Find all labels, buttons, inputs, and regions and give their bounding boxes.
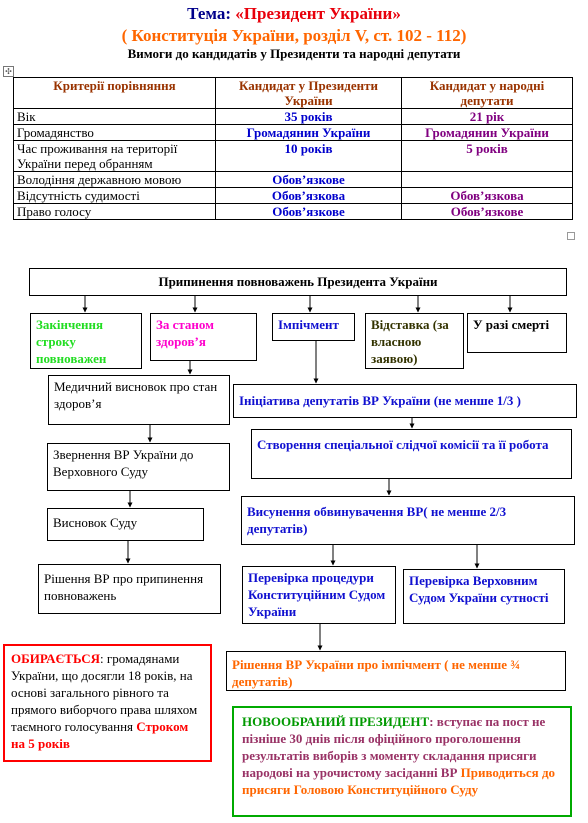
new-president-box: НОВООБРАНИЙ ПРЕЗИДЕНТ: вступає па пост н… [232,706,572,817]
flow-decision-imp-box: Рішення ВР України про імпічмент ( не ме… [226,651,566,691]
table-cell: Обов’язкове [215,203,402,220]
newpres-lead: НОВООБРАНИЙ ПРЕЗИДЕНТ [242,714,430,729]
flow-resignation-box: Відставка (за власною заявою) [365,313,464,369]
flow-decision-end-box: Рішення ВР про припинення повноважень [38,564,221,614]
table-row: Право голосу Обов’язкове Обов’язкове [13,203,573,220]
flow-initiative-box: Ініціатива депутатів ВР України (не менш… [233,384,577,418]
flow-check-const-box: Перевірка процедури Конституційним Судом… [242,566,396,624]
flow-med-conclusion-box: Медичний висновок про стан здоров’я [48,375,230,425]
flow-charge-box: Висунення обвинувачення ВР( не менше 2/3… [241,496,575,545]
table-cell: 10 років [215,140,402,172]
table-cell: 35 років [215,108,402,125]
flow-main-box: Припинення повноважень Президента Україн… [29,268,567,296]
title-topic: «Президент України» [235,4,401,23]
flow-appeal-box: Звернення ВР України до Верховного Суду [47,443,230,491]
table-move-handle-icon[interactable]: ✣ [3,66,14,77]
elected-body: : громадянами України, що досягли 18 рок… [11,651,198,734]
table-resize-handle[interactable] [567,232,575,240]
table-cell: Право голосу [13,203,216,220]
elected-info-box: ОБИРАЄТЬСЯ: громадянами України, що дося… [3,644,212,762]
flow-court-conclusion-box: Висновок Суду [47,508,204,541]
table-caption: Вимоги до кандидатів у Президенти та нар… [127,46,461,61]
table-header: Критерії порівняння [13,77,216,109]
table-cell: Володіння державною мовою [13,171,216,188]
flow-health-box: За станом здоров’я [150,313,257,361]
table-row: Громадянство Громадянин України Громадян… [13,124,573,141]
flow-check-supreme-box: Перевірка Верховним Судом України сутнос… [403,569,565,624]
title-label: Тема: [187,4,236,23]
flow-impeachment-box: Імпічмент [272,313,355,341]
page-subtitle: ( Конституція України, розділ V, ст. 102… [121,26,467,45]
elected-lead: ОБИРАЄТЬСЯ [11,651,101,666]
page-title: Тема: «Президент України» [0,4,588,24]
table-header: Кандидат у Президенти України [215,77,402,109]
newpres-body: : вступає па пост не пізніше 30 днів піс… [242,714,546,780]
table-row: Час проживання на території України пере… [13,140,573,172]
flow-death-box: У разі смерті [467,313,567,353]
requirements-table: Критерії порівняння Кандидат у Президент… [13,77,573,220]
flow-term-end-box: Закінчення строку повноважен [30,313,142,369]
table-cell: Час проживання на території України пере… [13,140,216,172]
newpres-oath: Приводиться до присяги Головою Конституц… [242,765,556,797]
table-row: Відсутність судимості Обов’язкова Обов’я… [13,187,573,204]
elected-term: Строком на 5 років [11,719,189,751]
table-cell: Обов’язкове [401,203,573,220]
flow-commission-box: Створення спеціальної слідчої комісії та… [251,429,572,479]
table-cell: Обов’язкова [401,187,573,204]
